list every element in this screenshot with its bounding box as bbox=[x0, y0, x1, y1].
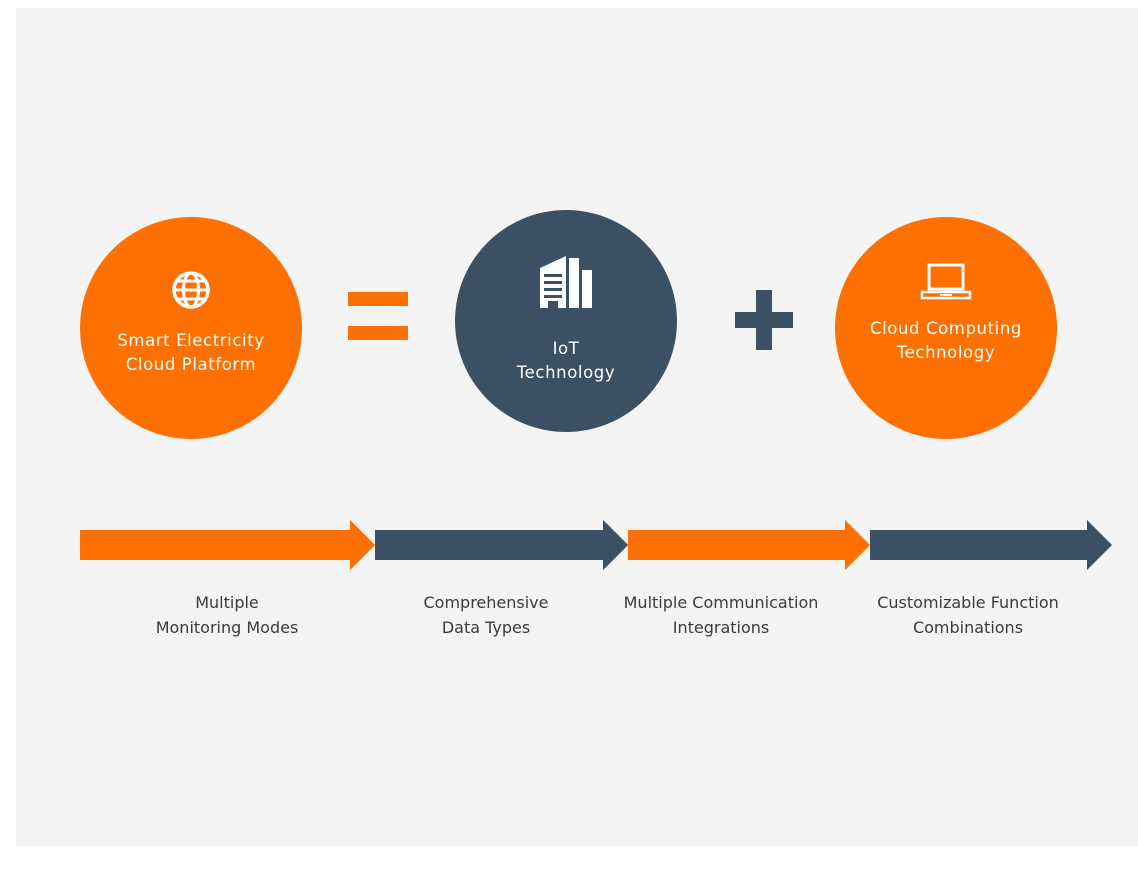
globe-icon bbox=[169, 268, 213, 317]
feature-caption-monitoring-modes: Multiple Monitoring Modes bbox=[155, 593, 299, 637]
plus-sign bbox=[735, 290, 793, 350]
arrow-segment-5 bbox=[603, 520, 628, 570]
laptop-icon bbox=[920, 262, 972, 307]
circle-label-smart-electricity: Smart Electricity Cloud Platform bbox=[117, 330, 265, 374]
feature-arrow-band bbox=[80, 520, 1112, 570]
arrow-segment-7 bbox=[845, 520, 870, 570]
feature-caption-data-types: Comprehensive Data Types bbox=[423, 593, 549, 637]
equals-sign bbox=[348, 292, 408, 340]
circle-label-iot: IoT Technology bbox=[516, 338, 616, 382]
arrow-segment-2 bbox=[375, 520, 628, 570]
iot-technology-circle: IoT Technology bbox=[455, 210, 677, 432]
feature-caption-function-combinations: Customizable Function Combinations bbox=[877, 593, 1059, 637]
arrow-segment-3 bbox=[350, 520, 375, 570]
arrow-segment-6 bbox=[870, 520, 1112, 570]
building-icon bbox=[536, 252, 596, 317]
feature-caption-communication-integrations: Multiple Communication Integrations bbox=[623, 593, 819, 637]
circle-label-cloud-computing: Cloud Computing Technology bbox=[870, 318, 1022, 362]
arrow-segment-4 bbox=[628, 520, 870, 570]
arrow-segment-1 bbox=[80, 520, 375, 570]
smart-electricity-circle: Smart Electricity Cloud Platform bbox=[80, 217, 302, 439]
cloud-computing-circle: Cloud Computing Technology bbox=[835, 217, 1057, 439]
